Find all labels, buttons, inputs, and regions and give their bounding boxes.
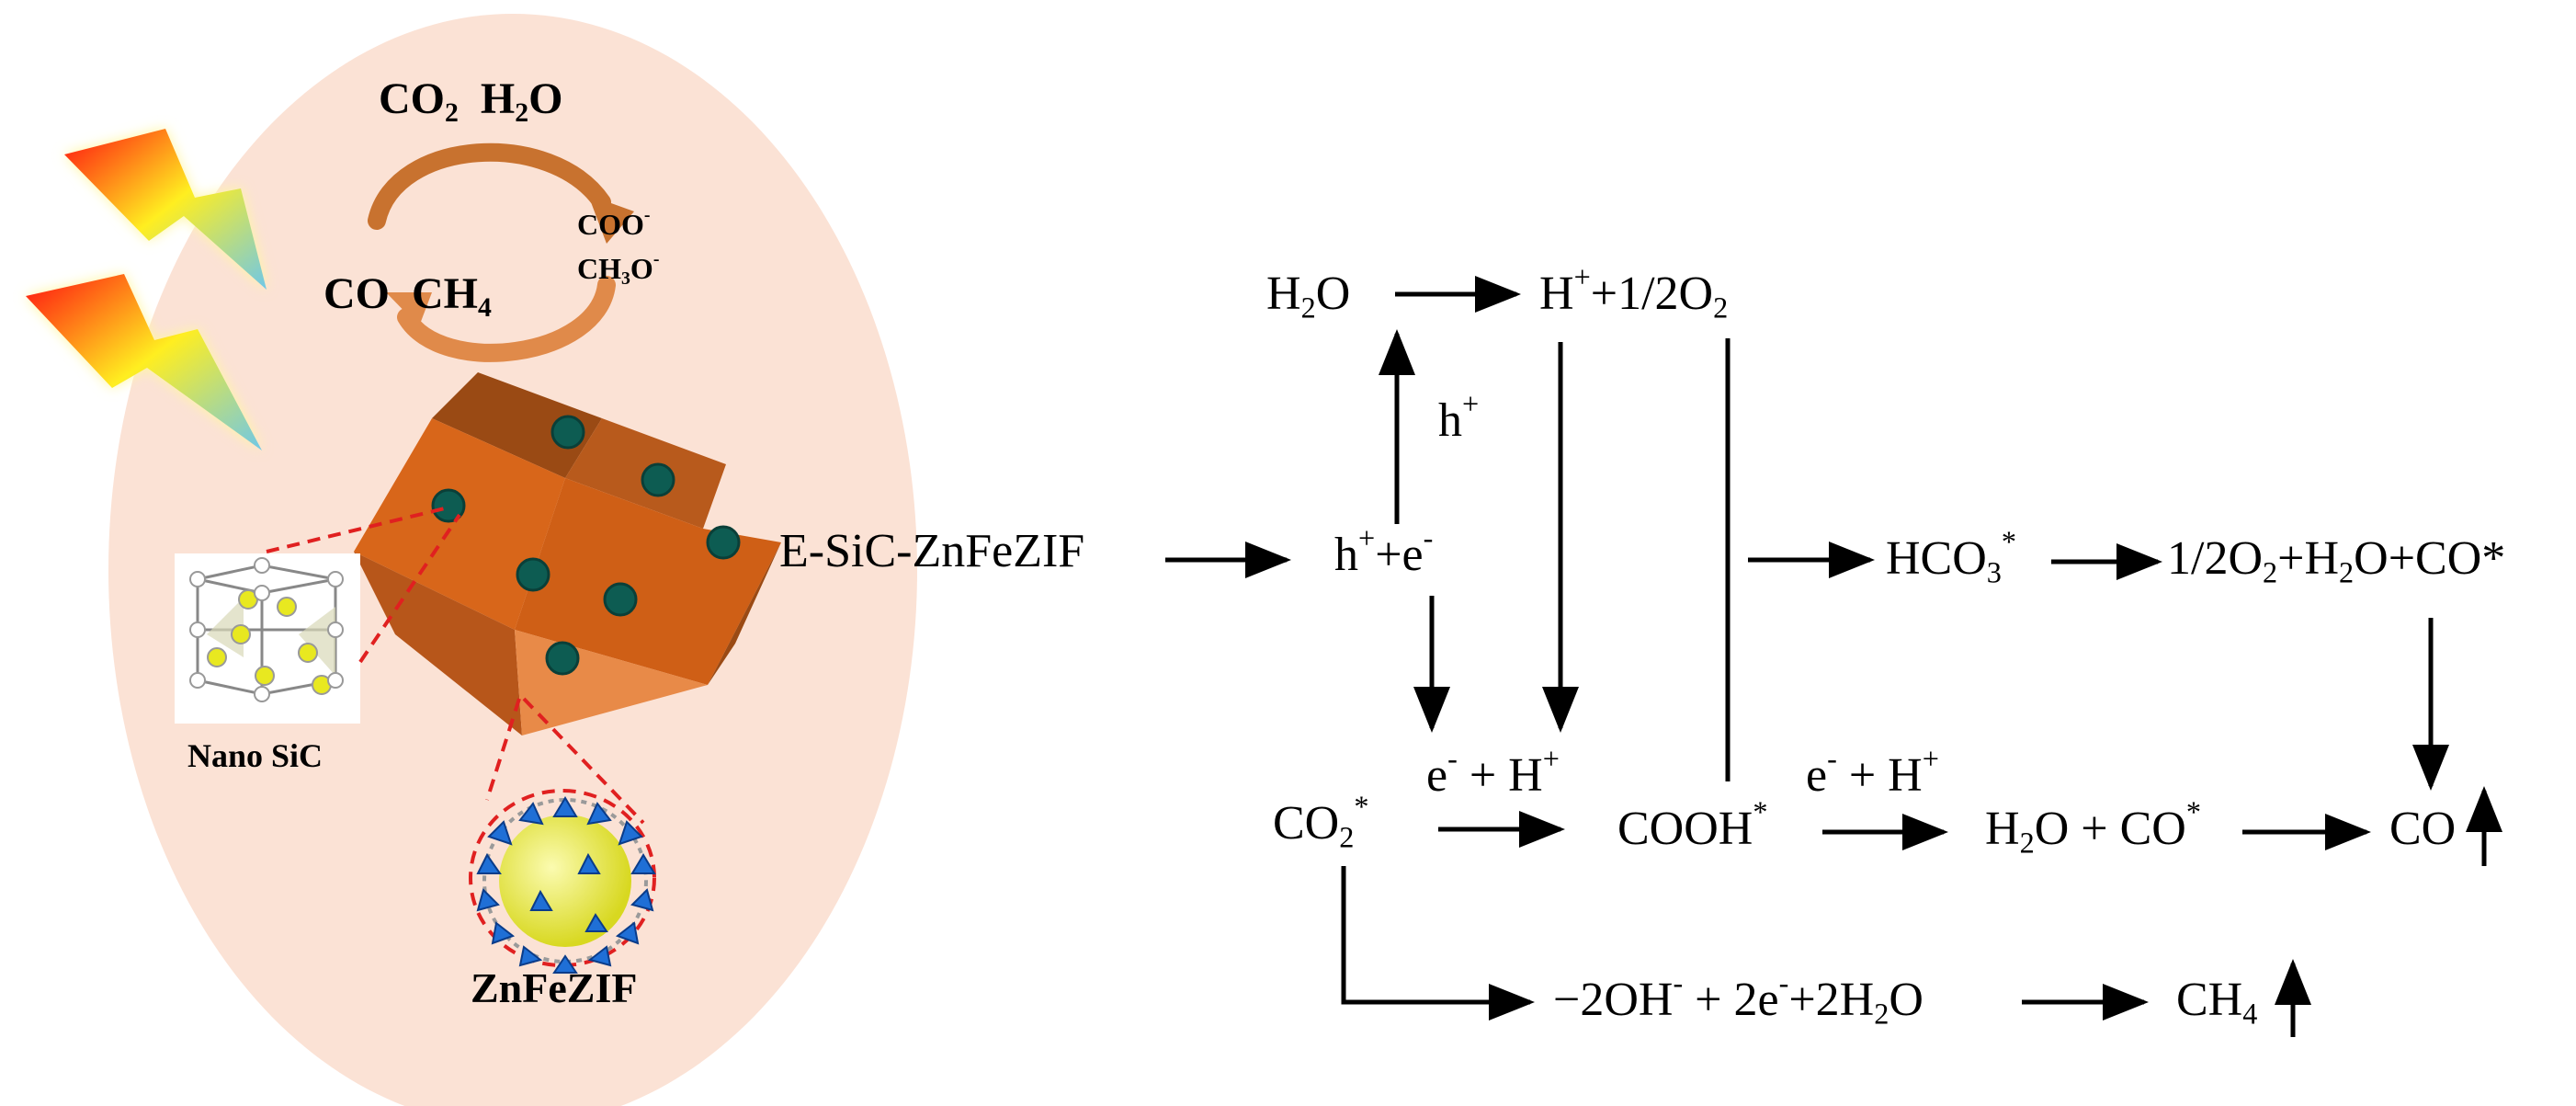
methane-pathway: −2OH- + 2e-+2H2O <box>1553 965 1923 1031</box>
znfezif-cage <box>476 796 656 974</box>
cycle-label-co-ch4: CO CH4 <box>323 269 492 323</box>
cycle-arrow-bottom <box>397 276 616 362</box>
cycle-arrow-top <box>368 143 611 230</box>
reagent-electron-proton-2: e- + H+ <box>1806 741 1939 802</box>
product-co: CO <box>2389 803 2457 855</box>
cycle-label-co2-h2o: CO2 H2O <box>379 74 563 128</box>
composite-label: E-SiC-ZnFeZIF <box>779 525 1085 577</box>
species-proton-oxygen: H++1/2O2 <box>1539 259 1729 325</box>
species-h2o: H2O <box>1266 268 1351 325</box>
species-hole: h+ <box>1438 386 1480 447</box>
dashed-connector <box>266 506 656 967</box>
arrow-co2-to-methane-path <box>1341 866 1535 1020</box>
species-co2-adsorbed: CO2* <box>1273 789 1369 854</box>
species-h2o-co: H2O + CO* <box>1985 794 2201 860</box>
reaction-arrows <box>1165 276 2502 1037</box>
species-bicarbonate-products: 1/2O2+H2O+CO* <box>2167 532 2506 589</box>
znfezif-label: ZnFeZIF <box>471 964 638 1011</box>
reagent-electron-proton-1: e- + H+ <box>1426 741 1560 802</box>
species-cooh: COOH* <box>1617 794 1768 855</box>
cycle-label-coo: COO- <box>577 205 651 241</box>
species-electron-hole-pair: h++e- <box>1334 520 1434 581</box>
light-bolt-icon <box>26 274 262 450</box>
embedded-sic-particles <box>431 415 741 676</box>
cycle-label-ch3o: CH3O- <box>577 249 660 289</box>
nano-sic-crystal <box>175 553 360 724</box>
nano-sic-label: Nano SiC <box>187 737 323 774</box>
light-bolt-icon <box>64 129 267 290</box>
species-hco3: HCO3* <box>1886 524 2017 589</box>
product-ch4: CH4 <box>2176 974 2258 1031</box>
